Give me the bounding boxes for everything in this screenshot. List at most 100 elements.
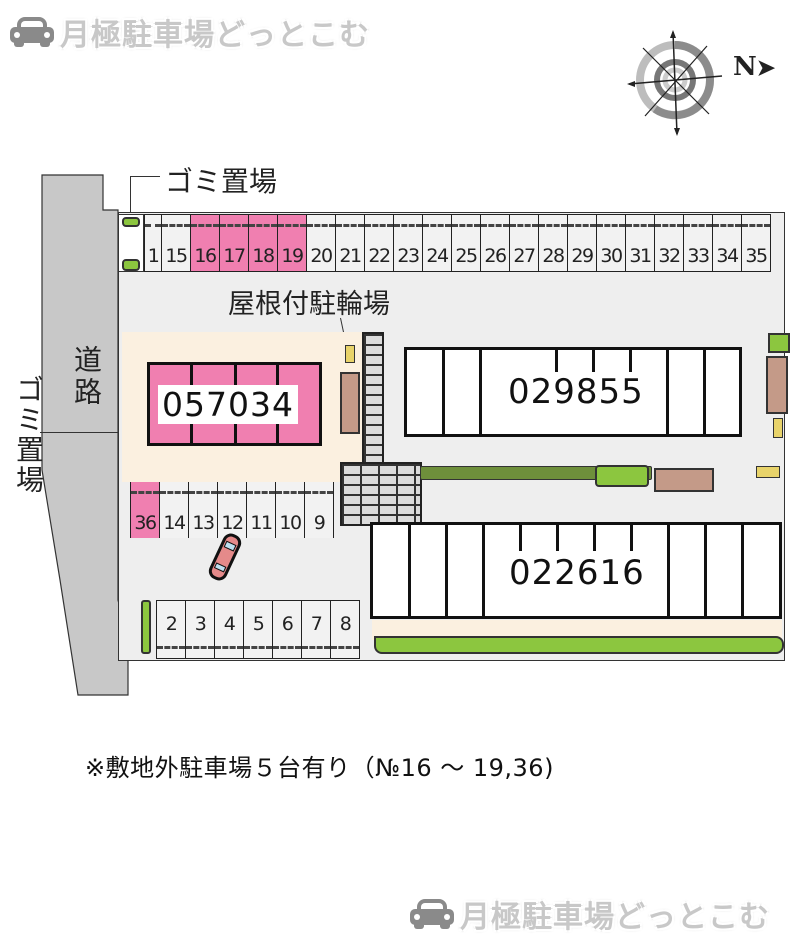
parking-space-7[interactable]: 7 xyxy=(302,601,331,658)
parking-space-26[interactable]: 26 xyxy=(481,215,510,271)
space-divider-line xyxy=(452,224,480,227)
space-divider-line xyxy=(278,224,306,227)
parking-space-36[interactable]: 36 xyxy=(131,482,160,538)
parking-space-33[interactable]: 33 xyxy=(684,215,713,271)
space-divider-line xyxy=(162,224,190,227)
parking-space-number: 11 xyxy=(250,512,273,534)
parking-space-15[interactable]: 15 xyxy=(162,215,191,271)
north-label: N xyxy=(733,52,757,82)
parking-space-3[interactable]: 3 xyxy=(186,601,215,658)
parking-space-28[interactable]: 28 xyxy=(539,215,568,271)
parking-space-number: 5 xyxy=(252,613,265,635)
parking-space-number: 9 xyxy=(313,512,326,534)
parking-space-30[interactable]: 30 xyxy=(597,215,626,271)
parking-space-34[interactable]: 34 xyxy=(713,215,742,271)
garbage-area-top-label: ゴミ置場 xyxy=(165,165,278,198)
hedge-strip-bottom xyxy=(374,636,784,654)
parking-space-5[interactable]: 5 xyxy=(244,601,273,658)
space-divider-line xyxy=(423,224,451,227)
bicycle-rack xyxy=(340,372,360,434)
parking-space-17[interactable]: 17 xyxy=(220,215,249,271)
garbage-top-leader-h xyxy=(130,176,160,177)
parking-space-23[interactable]: 23 xyxy=(394,215,423,271)
parking-space-21[interactable]: 21 xyxy=(336,215,365,271)
parking-space-number: 24 xyxy=(426,245,449,267)
space-divider-line xyxy=(249,224,277,227)
space-divider-line xyxy=(568,224,596,227)
parking-space-6[interactable]: 6 xyxy=(273,601,302,658)
building-id: 057034 xyxy=(158,385,298,424)
parking-space-number: 27 xyxy=(513,245,536,267)
garbage-area-left-label: ゴミ置場 xyxy=(12,375,45,495)
parking-space-25[interactable]: 25 xyxy=(452,215,481,271)
parking-space-number: 26 xyxy=(484,245,507,267)
garbage-left-leader-line xyxy=(40,432,128,433)
space-divider-line xyxy=(684,224,712,227)
space-divider-line xyxy=(713,224,741,227)
parking-space-32[interactable]: 32 xyxy=(655,215,684,271)
bicycle-shed-label: 屋根付駐輪場 xyxy=(228,289,390,320)
garbage-station xyxy=(118,214,144,272)
space-divider-line xyxy=(539,224,567,227)
brand-logo-text: 月極駐車場どっとこむ xyxy=(60,18,370,53)
brick-wall-block xyxy=(340,462,422,526)
parking-space-9[interactable]: 9 xyxy=(305,482,334,538)
space-divider-line xyxy=(336,224,364,227)
parking-space-35[interactable]: 35 xyxy=(742,215,771,271)
parking-space-number: 23 xyxy=(397,245,420,267)
space-divider-line xyxy=(160,491,188,494)
parking-space-16[interactable]: 16 xyxy=(191,215,220,271)
car-icon xyxy=(410,899,454,929)
parking-space-22[interactable]: 22 xyxy=(365,215,394,271)
space-divider-line xyxy=(742,224,770,227)
road-label: 道路 xyxy=(70,345,103,409)
parking-space-number: 2 xyxy=(165,613,178,635)
compass-rose-icon xyxy=(627,30,723,136)
parking-space-10[interactable]: 10 xyxy=(276,482,305,538)
parking-space-2[interactable]: 2 xyxy=(157,601,186,658)
building-029855[interactable]: 029855 xyxy=(404,347,742,437)
parking-space-1[interactable]: 1 xyxy=(145,215,162,271)
parking-space-number: 28 xyxy=(542,245,565,267)
parking-space-number: 32 xyxy=(658,245,681,267)
parking-space-13[interactable]: 13 xyxy=(189,482,218,538)
building-057034[interactable]: 057034 xyxy=(147,362,322,446)
space-divider-line xyxy=(365,224,393,227)
space-divider-line xyxy=(510,224,538,227)
parking-space-14[interactable]: 14 xyxy=(160,482,189,538)
parking-space-number: 34 xyxy=(716,245,739,267)
brand-logo-top: 月極駐車場どっとこむ xyxy=(10,10,370,54)
parking-space-24[interactable]: 24 xyxy=(423,215,452,271)
planter xyxy=(595,465,649,487)
garbage-top-leader-v xyxy=(130,176,131,231)
parking-space-number: 7 xyxy=(310,613,323,635)
parking-space-8[interactable]: 8 xyxy=(331,601,360,658)
space-divider-line xyxy=(131,491,159,494)
parking-space-11[interactable]: 11 xyxy=(247,482,276,538)
space-divider-line xyxy=(331,646,359,649)
space-divider-line xyxy=(305,491,333,494)
space-divider-line xyxy=(220,224,248,227)
parking-space-12[interactable]: 12 xyxy=(218,482,247,538)
parking-space-number: 17 xyxy=(223,245,246,267)
parking-space-19[interactable]: 19 xyxy=(278,215,307,271)
parking-space-number: 13 xyxy=(192,512,215,534)
parking-space-29[interactable]: 29 xyxy=(568,215,597,271)
parking-space-number: 18 xyxy=(252,245,275,267)
parking-space-20[interactable]: 20 xyxy=(307,215,336,271)
parking-space-number: 21 xyxy=(339,245,362,267)
parking-space-27[interactable]: 27 xyxy=(510,215,539,271)
brand-logo-bottom: 月極駐車場どっとこむ xyxy=(410,892,770,936)
parking-space-18[interactable]: 18 xyxy=(249,215,278,271)
space-divider-line xyxy=(157,646,185,649)
building-022616[interactable]: 022616 xyxy=(370,522,782,619)
parking-space-number: 19 xyxy=(281,245,304,267)
parking-space-number: 1 xyxy=(147,245,160,267)
space-divider-line xyxy=(145,224,161,227)
parking-space-4[interactable]: 4 xyxy=(215,601,244,658)
brand-logo-text: 月極駐車場どっとこむ xyxy=(460,900,770,935)
parking-space-number: 14 xyxy=(163,512,186,534)
parking-space-number: 31 xyxy=(629,245,652,267)
space-divider-line xyxy=(273,646,301,649)
parking-space-31[interactable]: 31 xyxy=(626,215,655,271)
